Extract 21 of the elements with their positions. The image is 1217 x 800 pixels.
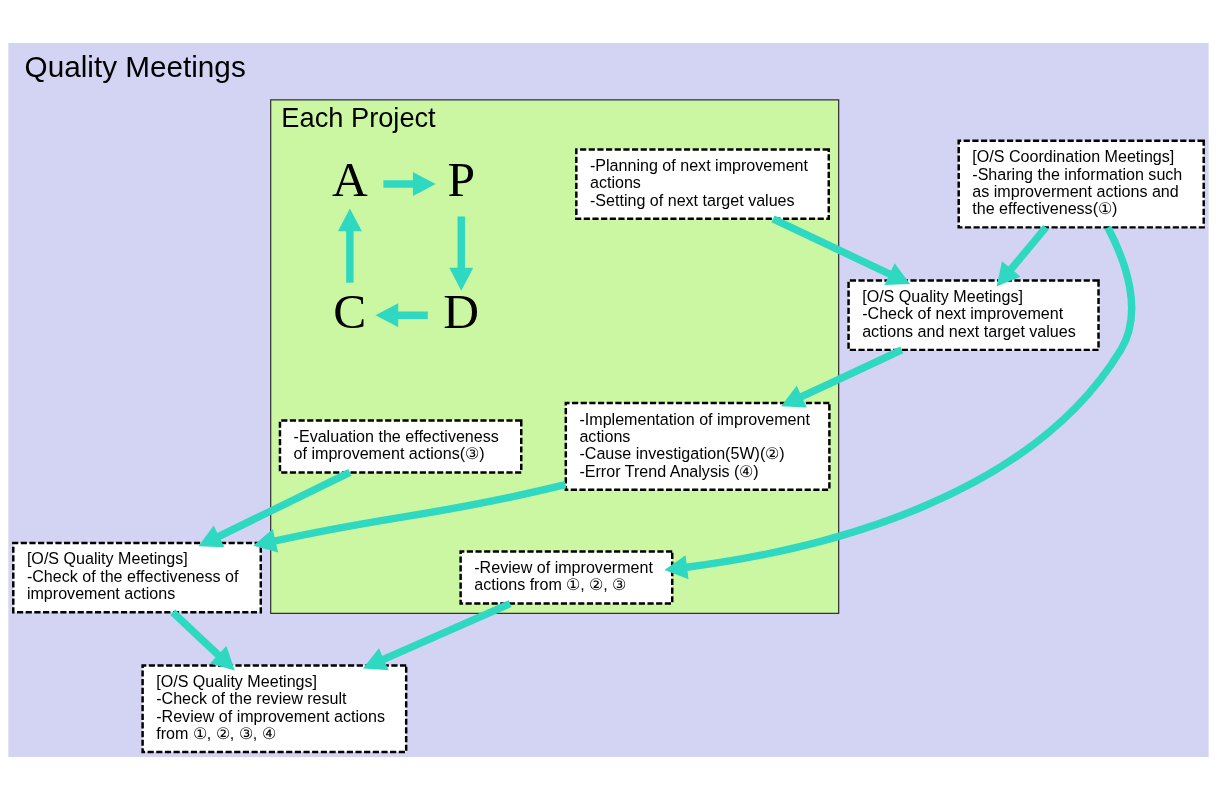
arrow <box>664 225 1136 580</box>
arrow <box>253 480 567 553</box>
arrow <box>198 469 352 548</box>
arrow <box>781 346 904 408</box>
node-box: -Planning of next improvement actions -Setting of next target values <box>575 148 830 220</box>
arrow <box>362 600 512 671</box>
node-text: D <box>443 283 480 339</box>
node-box: [O/S Quality Meetings] -Check of the review result -Review of improvement actions from ①, ②, ③, ④ <box>141 664 408 754</box>
node-box: -Evaluation the effectiveness of improvement actions(③) <box>278 419 523 474</box>
node-text: P <box>447 152 476 208</box>
node-text: C <box>333 283 367 339</box>
arrow <box>771 215 911 285</box>
arrow <box>996 225 1049 287</box>
diagram-title: Quality Meetings <box>24 49 246 83</box>
node-box: [O/S Quality Meetings] -Check of next improvement actions and next target values <box>847 279 1100 352</box>
node-box: [O/S Coordination Meetings] -Sharing the information such as improverment actions and the effectiveness(①) <box>957 139 1205 229</box>
node-box: -Implementation of improvement actions -Cause investigation(5W)(②) -Error Trend Analysis (④) <box>564 401 831 491</box>
node-text: A <box>332 152 368 208</box>
node-box: -Review of improverment actions from ①, ②, ③ <box>459 550 674 605</box>
node-box: [O/S Quality Meetings] -Check of the effectiveness of improvement actions <box>12 541 262 614</box>
arrow <box>170 609 235 671</box>
